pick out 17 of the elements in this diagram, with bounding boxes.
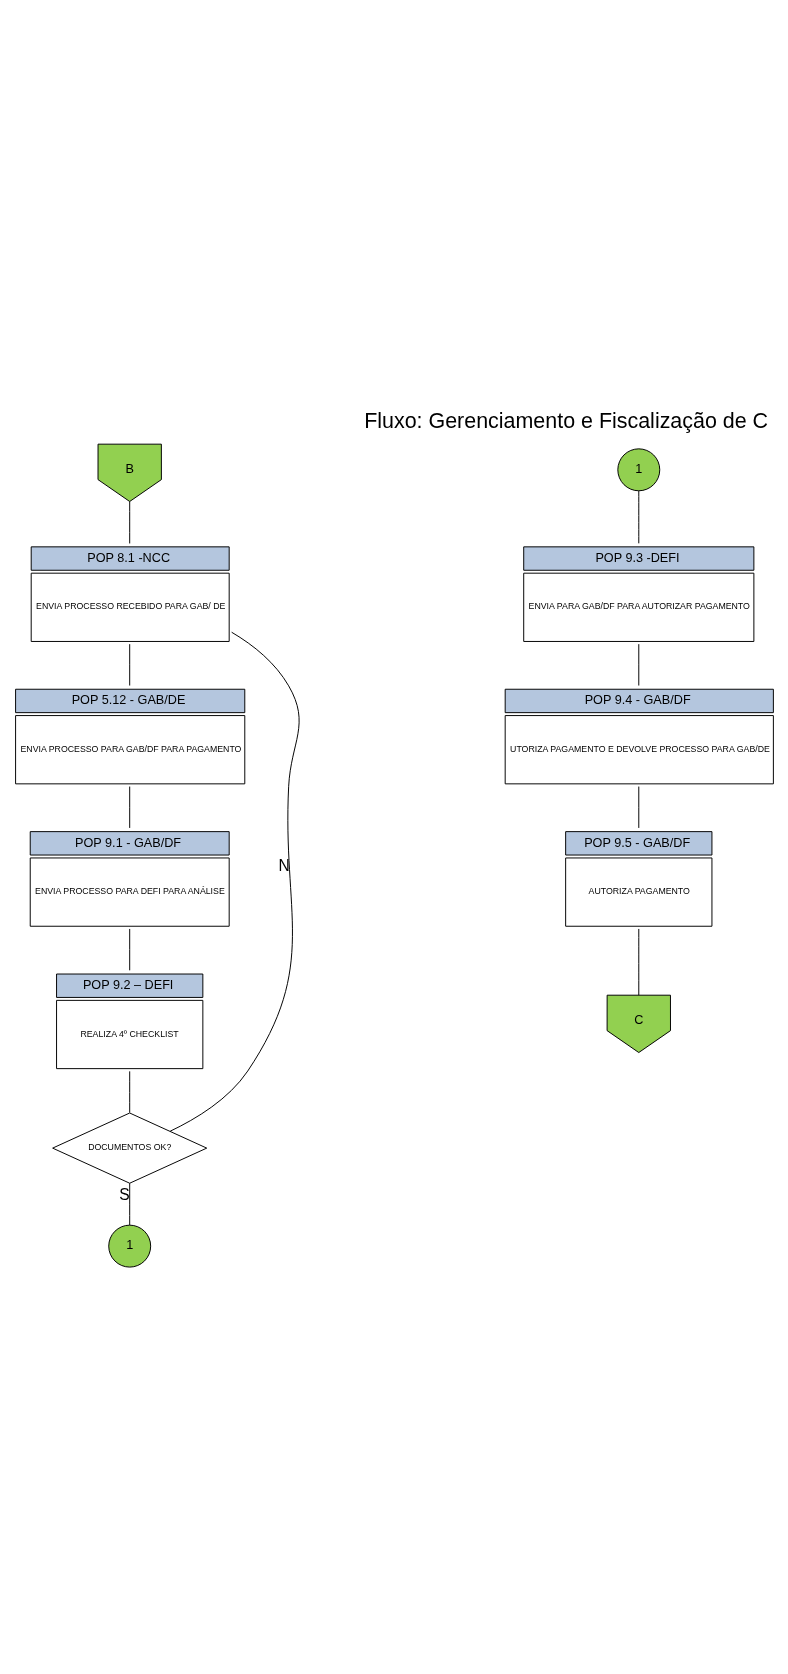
connector bbox=[129, 501, 131, 544]
connector bbox=[169, 631, 300, 1132]
node-circle: 1 bbox=[617, 448, 661, 492]
connector bbox=[129, 1070, 131, 1114]
node-diamond: DOCUMENTOS OK? bbox=[52, 1112, 208, 1184]
connector bbox=[638, 928, 640, 996]
connector bbox=[129, 1182, 131, 1226]
diagram-title: Fluxo: Gerenciamento e Fiscalização de C bbox=[364, 408, 769, 433]
connector bbox=[638, 786, 640, 829]
node-circle: 1 bbox=[108, 1224, 152, 1268]
edge-label: N bbox=[278, 856, 290, 874]
edge-label: S bbox=[119, 1185, 130, 1203]
connector bbox=[638, 643, 640, 687]
connector bbox=[129, 786, 131, 829]
connector bbox=[638, 490, 640, 544]
connector bbox=[129, 928, 131, 971]
connector bbox=[129, 643, 131, 687]
